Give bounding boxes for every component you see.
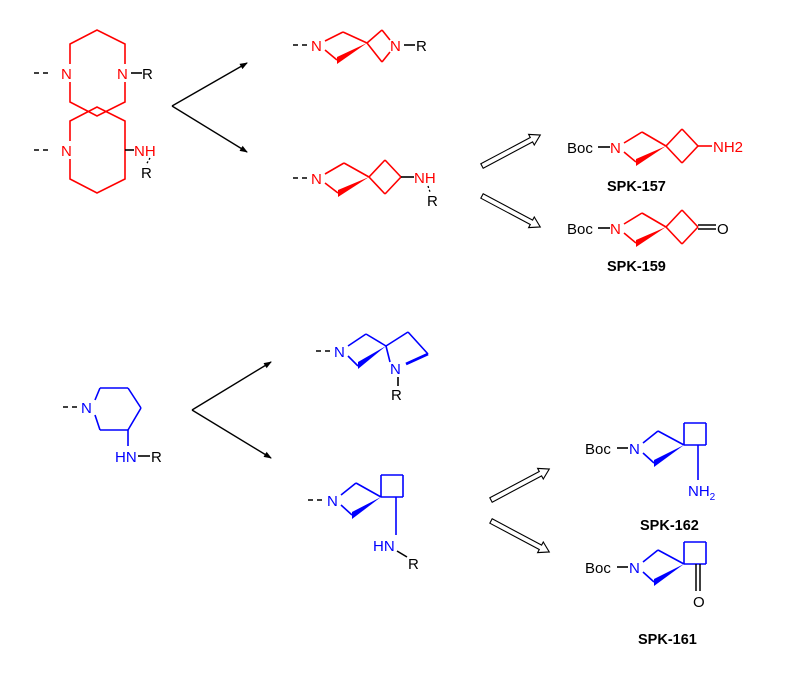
boc-label: Boc xyxy=(585,560,611,577)
atom-n: N xyxy=(117,66,128,83)
atom-r: R xyxy=(141,165,152,182)
nh2-label: NH2 xyxy=(688,483,716,503)
compound-label-spk161: SPK-161 xyxy=(638,632,697,648)
atom-n: N xyxy=(311,171,322,188)
spk-161-structure: Boc N O SPK-161 xyxy=(585,541,707,648)
arrows-bottom xyxy=(191,361,272,459)
atom-n: N xyxy=(629,441,640,458)
hollow-arrow-up xyxy=(489,467,551,503)
atom-n: N xyxy=(61,143,72,160)
atom-n: N xyxy=(610,140,621,157)
compound-label-spk157: SPK-157 xyxy=(607,179,666,195)
hollow-arrow-down xyxy=(489,518,551,554)
atom-o: O xyxy=(693,594,705,611)
spk-157-structure: Boc N NH2 SPK-157 xyxy=(567,128,743,195)
atom-n: N xyxy=(334,344,345,361)
atom-hn: HN xyxy=(115,449,137,466)
atom-n: N xyxy=(61,66,72,83)
azaspiroheptane-amine-structure: N NH R xyxy=(293,159,438,210)
azaspiroheptane-amine-blue-structure: N HN R xyxy=(308,474,419,573)
atom-n: N xyxy=(81,400,92,417)
boc-label: Boc xyxy=(567,140,593,157)
spk-162-structure: Boc N NH2 SPK-162 xyxy=(585,422,716,534)
hollow-arrow-down xyxy=(480,193,542,229)
boc-label: Boc xyxy=(567,221,593,238)
atom-n: N xyxy=(311,38,322,55)
aminopiperidine-structure: N NH R xyxy=(34,106,156,194)
atom-r: R xyxy=(416,38,427,55)
piperazine-structure: N N R xyxy=(34,29,153,117)
compound-label-spk162: SPK-162 xyxy=(640,518,699,534)
hollow-arrow-up xyxy=(480,133,542,169)
atom-nh: NH xyxy=(414,170,436,187)
compound-label-spk159: SPK-159 xyxy=(607,259,666,275)
spk-159-structure: Boc N O SPK-159 xyxy=(567,209,729,275)
atom-r: R xyxy=(427,193,438,210)
boc-label: Boc xyxy=(585,441,611,458)
atom-n: N xyxy=(390,38,401,55)
atom-r: R xyxy=(151,449,162,466)
atom-n: N xyxy=(327,493,338,510)
atom-r: R xyxy=(391,387,402,404)
atom-o: O xyxy=(717,221,729,238)
diazaspiroheptane-structure: N N R xyxy=(293,29,427,64)
atom-n: N xyxy=(610,221,621,238)
atom-r: R xyxy=(142,66,153,83)
atom-hn: HN xyxy=(373,538,395,555)
atom-n: N xyxy=(629,560,640,577)
atom-nh: NH xyxy=(134,143,156,160)
atom-r: R xyxy=(408,556,419,573)
arrows-top xyxy=(171,62,248,153)
nh2-label: NH2 xyxy=(713,139,743,156)
atom-n: N xyxy=(390,361,401,378)
diazaspirooctane-structure: N N R xyxy=(316,331,429,404)
3-aminopiperidine-structure: N HN R xyxy=(63,387,162,466)
